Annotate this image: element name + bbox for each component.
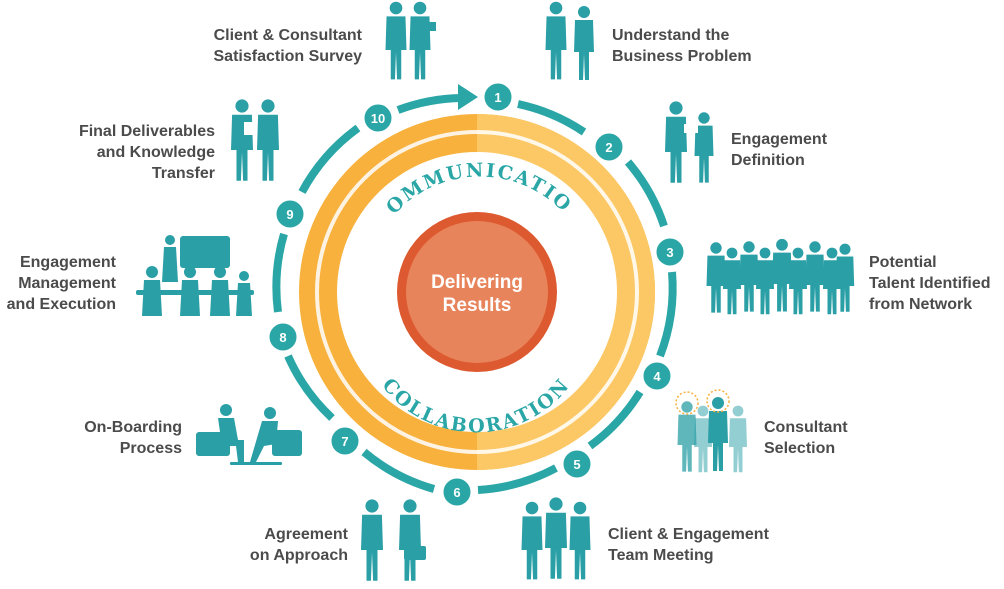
arc-segment-10-1 — [396, 94, 463, 114]
arc-segment-5-6 — [477, 464, 558, 494]
highlighted-candidates-icon — [675, 389, 747, 473]
two-people-with-folders-icon — [231, 99, 279, 181]
svg-text:8: 8 — [279, 330, 286, 345]
step-badge-7: 7 — [328, 424, 362, 458]
arc-segment-2-3 — [624, 159, 668, 228]
step-badge-1: 1 — [481, 80, 515, 114]
step-badge-10: 10 — [361, 101, 395, 135]
arc-segment-8-9 — [272, 232, 288, 313]
svg-text:4: 4 — [653, 369, 661, 384]
arc-segment-4-5 — [587, 389, 644, 450]
arc-segment-7-8 — [284, 354, 335, 421]
step-badge-2: 2 — [592, 130, 626, 164]
step-badge-3: 3 — [653, 235, 687, 269]
team-meeting-icon — [521, 497, 591, 580]
arc-segment-6-7 — [361, 448, 436, 493]
arc-segment-3-4 — [656, 271, 677, 358]
svg-text:6: 6 — [453, 485, 460, 500]
arc-segment-1-2 — [517, 100, 587, 136]
arc-segment-9-10 — [298, 124, 361, 194]
handshake-icon — [361, 499, 426, 581]
two-people-reviewing-documents-icon — [665, 101, 714, 183]
step-badge-4: 4 — [640, 359, 674, 393]
step-badges: 1 2 3 4 5 6 7 8 9 10 — [266, 80, 687, 509]
step-badge-5: 5 — [560, 447, 594, 481]
two-people-with-laptop-icon — [385, 1, 436, 80]
svg-text:10: 10 — [371, 111, 385, 126]
presentation-meeting-icon — [136, 235, 254, 316]
svg-text:9: 9 — [286, 207, 293, 222]
two-people-shaking-hands-icon — [545, 1, 594, 80]
seated-interview-icon — [196, 404, 302, 465]
center-title-line1: Delivering — [431, 272, 523, 293]
cycle-arrowhead-icon — [458, 84, 478, 110]
svg-text:2: 2 — [605, 140, 612, 155]
step-badge-9: 9 — [273, 197, 307, 231]
step-badge-6: 6 — [440, 475, 474, 509]
svg-text:1: 1 — [494, 90, 501, 105]
step-badge-8: 8 — [266, 320, 300, 354]
center-circle — [406, 221, 548, 363]
svg-text:3: 3 — [666, 245, 673, 260]
crowd-of-people-icon — [706, 238, 855, 315]
center-title-line2: Results — [443, 295, 512, 316]
ring-divider — [315, 130, 639, 454]
svg-text:7: 7 — [341, 434, 348, 449]
svg-text:5: 5 — [573, 457, 580, 472]
